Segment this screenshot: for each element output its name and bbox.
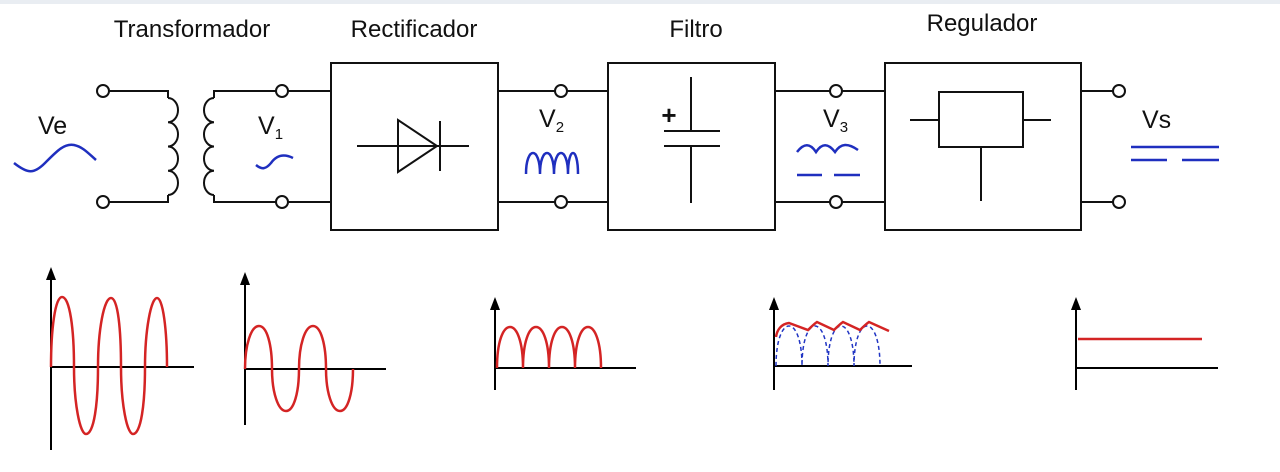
v3-ripple-icon: [796, 143, 860, 177]
primary-coil: [167, 97, 179, 196]
v2-rectified-icon: [524, 152, 580, 175]
vs-dc-icon: [1131, 145, 1219, 162]
input-terminal-bottom: [96, 195, 110, 209]
ve-sine-icon: [13, 143, 97, 173]
rectifier-label: Rectificador: [351, 16, 478, 43]
v1-terminal-bottom: [275, 195, 289, 209]
v1-label: V1: [258, 112, 283, 143]
filter-label: Filtro: [669, 16, 722, 43]
transformer-label: Transformador: [114, 16, 271, 43]
v2-label: V2: [539, 105, 564, 136]
waveform-rectified: [490, 297, 636, 390]
regulator-icon: [910, 91, 1051, 201]
output-terminal-bottom: [1112, 195, 1126, 209]
regulator-label: Regulador: [927, 10, 1038, 37]
waveform-regulated: [1071, 297, 1218, 390]
v1-sine-icon: [255, 154, 294, 170]
vs-label: Vs: [1142, 106, 1171, 134]
capacitor-plus-sign: +: [661, 100, 676, 130]
diode-icon: [357, 118, 469, 174]
v1-terminal-top: [275, 84, 289, 98]
waveform-transformer: [240, 272, 386, 425]
output-terminal-top: [1112, 84, 1126, 98]
top-border: [0, 0, 1280, 4]
input-terminal-top: [96, 84, 110, 98]
capacitor-icon: +: [661, 77, 720, 203]
ve-label: Ve: [38, 112, 67, 140]
secondary-coil: [203, 97, 215, 196]
v2-terminal-bottom: [554, 195, 568, 209]
v3-terminal-top: [829, 84, 843, 98]
v3-terminal-bottom: [829, 195, 843, 209]
waveform-input: [46, 267, 194, 450]
transformer-symbol: [96, 84, 289, 209]
v2-terminal-top: [554, 84, 568, 98]
waveform-filtered: [769, 297, 912, 390]
v3-label: V3: [823, 105, 848, 136]
